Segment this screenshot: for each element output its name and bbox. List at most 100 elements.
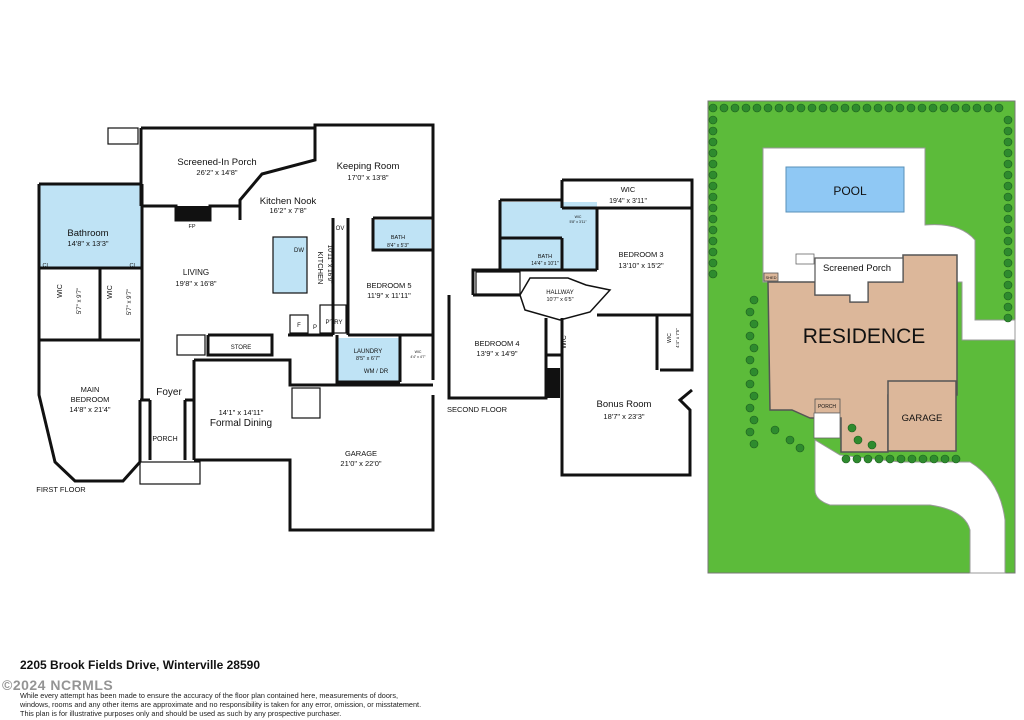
shrub <box>708 137 718 147</box>
shrub <box>785 435 795 445</box>
shrub <box>895 103 905 113</box>
shrub <box>796 103 806 113</box>
room-bathroom-size: 14'8" x 13'3" <box>67 239 108 248</box>
room-kitchen-name: KITCHEN <box>316 252 325 285</box>
room-bedroom4-size: 13'9" x 14'9" <box>476 349 517 358</box>
shrub <box>795 443 805 453</box>
shrub <box>745 355 755 365</box>
shrub <box>940 454 950 464</box>
shrub <box>745 307 755 317</box>
shrub <box>853 435 863 445</box>
room-wic-top-name: WIC <box>621 185 636 194</box>
shrub <box>749 439 759 449</box>
room-wic-right-name: WIC <box>667 333 673 343</box>
room-screened-porch-size: 26'2" x 14'8" <box>196 168 237 177</box>
shrub <box>1003 258 1013 268</box>
room-porch-name: PORCH <box>152 436 177 443</box>
room-bedroom3-name: BEDROOM 3 <box>618 250 663 259</box>
garage-label: GARAGE <box>902 413 943 424</box>
garage-footprint <box>887 380 957 452</box>
first-floor-labels: Screened-In Porch 26'2" x 14'8" Keeping … <box>36 157 426 494</box>
shrub <box>983 103 993 113</box>
room-bedroom4-name: BEDROOM 4 <box>474 339 519 348</box>
shrub <box>961 103 971 113</box>
shrub <box>749 367 759 377</box>
shrub <box>741 103 751 113</box>
shrub <box>807 103 817 113</box>
shrub <box>763 103 773 113</box>
label-wm-dr: WM / DR <box>364 369 389 375</box>
shrub <box>917 103 927 113</box>
shrub <box>1003 225 1013 235</box>
room-wic-right-size: 4'4" x 7'5" <box>675 328 680 348</box>
shrub <box>708 192 718 202</box>
shrub <box>1003 269 1013 279</box>
room-bath2-size: 14'4" x 10'1" <box>531 261 559 267</box>
shrub <box>708 203 718 213</box>
shrub <box>774 103 784 113</box>
shrub-row <box>708 103 1013 464</box>
shrub <box>1003 236 1013 246</box>
shrub <box>867 440 877 450</box>
room-kitchen-nook-size: 16'2" x 7'8" <box>270 206 307 215</box>
shed <box>763 272 779 282</box>
label-p: P <box>313 325 317 331</box>
shrub <box>708 269 718 279</box>
shrub <box>1003 115 1013 125</box>
shrub <box>873 103 883 113</box>
shrub <box>1003 313 1013 323</box>
room-bath-size: 8'4" x 5'3" <box>387 243 409 249</box>
shrub <box>896 454 906 464</box>
shrub <box>745 403 755 413</box>
shrub <box>884 103 894 113</box>
shrub <box>862 103 872 113</box>
shrub <box>708 258 718 268</box>
shrub <box>708 126 718 136</box>
shrub <box>1003 214 1013 224</box>
room-bonus-room-name: Bonus Room <box>597 399 652 410</box>
second-floor-caption: SECOND FLOOR <box>447 405 508 414</box>
room-screened-porch-name: Screened-In Porch <box>177 157 256 168</box>
room-keeping-room-size: 17'0" x 13'8" <box>347 173 388 182</box>
shrub <box>708 115 718 125</box>
disclaimer-text: While every attempt has been made to ens… <box>20 691 440 718</box>
shrub <box>708 159 718 169</box>
shrub <box>1003 181 1013 191</box>
shrub <box>785 103 795 113</box>
shrub <box>851 103 861 113</box>
shrub <box>730 103 740 113</box>
shrub <box>749 415 759 425</box>
room-bath2-name: BATH <box>538 254 552 260</box>
shrub <box>1003 126 1013 136</box>
porch-label: PORCH <box>818 404 836 410</box>
room-wic2-size: 5'7" x 9'7" <box>127 289 133 315</box>
pool <box>785 166 905 213</box>
room-main-bedroom-line2: BEDROOM <box>71 395 110 404</box>
second-floor-plan <box>447 178 694 477</box>
pool-label: POOL <box>833 184 867 198</box>
shrub <box>847 423 857 433</box>
copyright-watermark: ©2024 NCRMLS <box>2 677 114 693</box>
shrub <box>708 181 718 191</box>
shrub <box>1003 203 1013 213</box>
shrub <box>818 103 828 113</box>
room-wic-top-size: 19'4" x 3'11" <box>609 198 647 205</box>
shrub <box>1003 280 1013 290</box>
shrub <box>749 343 759 353</box>
driveway <box>814 439 1006 574</box>
room-bath-name: BATH <box>391 235 405 241</box>
room-bedroom5-name: BEDROOM 5 <box>366 281 411 290</box>
label-dw: DW <box>294 248 304 254</box>
shrub <box>929 454 939 464</box>
shrub <box>1003 192 1013 202</box>
shrub <box>918 454 928 464</box>
screened-porch-footprint <box>814 257 904 303</box>
room-living-size: 19'8" x 16'8" <box>175 279 216 288</box>
shrub <box>951 454 961 464</box>
label-cl-left: CL <box>42 263 49 269</box>
shrub <box>708 236 718 246</box>
disclaimer-line: This plan is for illustrative purposes o… <box>20 709 342 718</box>
room-wic2-small-size: 5'8" x 3'11" <box>570 220 588 224</box>
room-keeping-room-name: Keeping Room <box>337 161 400 172</box>
